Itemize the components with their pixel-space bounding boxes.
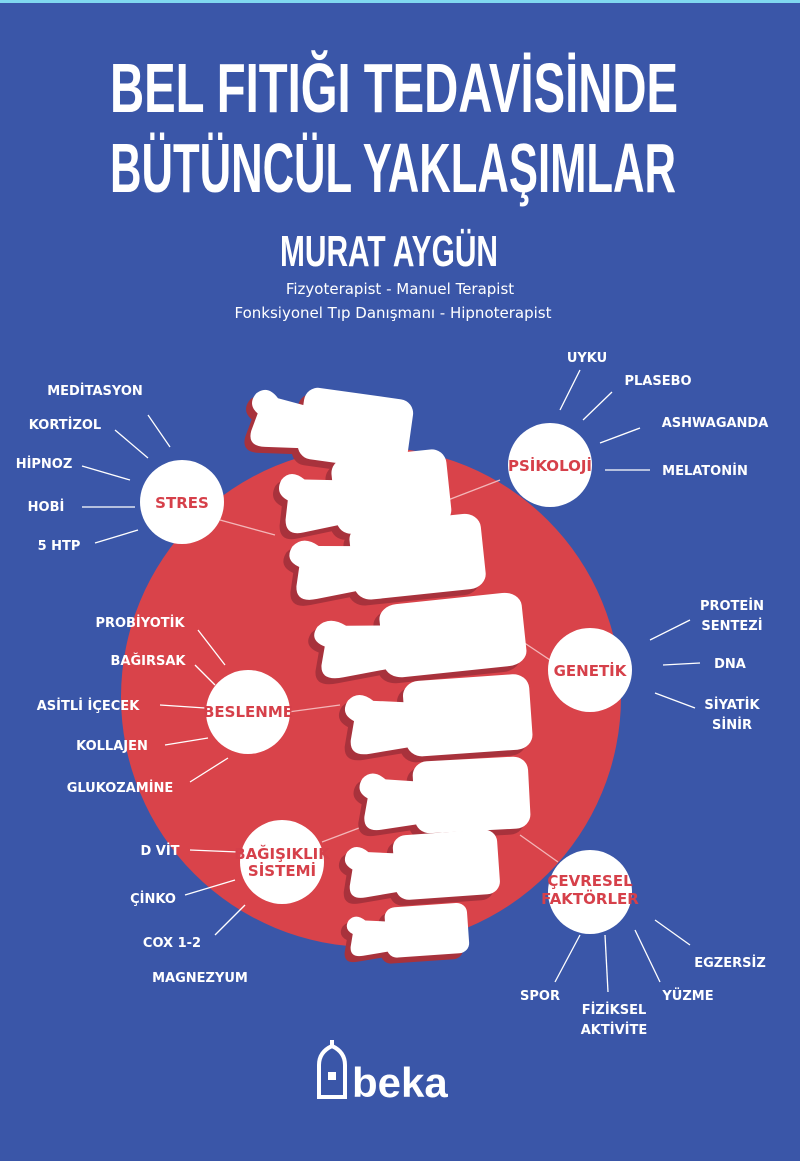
title-line-1: BEL FITIĞI TEDAVİSİNDE (110, 49, 678, 127)
label: HİPNOZ (16, 456, 73, 472)
author-role-1: Fizyoterapist - Manuel Terapist (286, 280, 514, 298)
label: 5 HTP (38, 539, 81, 554)
label: KORTİZOL (29, 417, 101, 433)
node-label: GENETİK (554, 661, 628, 680)
label: BAĞIRSAK (111, 653, 187, 669)
label: PROBİYOTİK (95, 615, 185, 631)
top-border (0, 0, 800, 3)
label: ASİTLİ İÇECEK (37, 698, 140, 714)
label: SPOR (520, 989, 560, 1004)
label: MAGNEZYUM (152, 971, 248, 986)
node-label-1: BAĞIŞIKLIK (234, 844, 331, 863)
node-cevresel: ÇEVRESEL FAKTÖRLER (541, 850, 639, 934)
label: MEDİTASYON (47, 383, 143, 399)
label-lines (81, 369, 701, 993)
author-role-2: Fonksiyonel Tıp Danışmanı - Hipnoterapis… (235, 304, 552, 322)
label: HOBİ (28, 499, 65, 515)
labels: MEDİTASYON KORTİZOL HİPNOZ HOBİ 5 HTP UY… (16, 351, 769, 1038)
node-psikoloji: PSİKOLOJİ (508, 423, 592, 507)
node-stres: STRES (140, 460, 224, 544)
label: YÜZME (661, 988, 713, 1004)
node-bagisiklik: BAĞIŞIKLIK SİSTEMİ (234, 820, 331, 904)
label: ÇİNKO (130, 891, 176, 907)
node-label-1: ÇEVRESEL (547, 872, 633, 890)
publisher-name: beka (352, 1059, 448, 1106)
label: FİZİKSEL (582, 1002, 647, 1018)
node-label-2: SİSTEMİ (248, 861, 316, 880)
label: UYKU (567, 351, 607, 366)
node-label-2: FAKTÖRLER (541, 889, 639, 908)
node-genetik: GENETİK (548, 628, 632, 712)
node-label: PSİKOLOJİ (508, 456, 592, 475)
label: SİYATİK (704, 697, 760, 713)
mosque-icon (317, 1040, 347, 1099)
label: DNA (714, 657, 746, 672)
label: GLUKOZAMİNE (67, 780, 174, 796)
label: AKTİVİTE (581, 1022, 648, 1038)
label: PLASEBO (624, 374, 691, 389)
label: D VİT (140, 843, 179, 859)
author-name: MURAT AYGÜN (280, 227, 498, 276)
label: KOLLAJEN (76, 739, 148, 754)
publisher-logo: beka (317, 1040, 448, 1106)
node-label: STRES (155, 494, 209, 512)
label: EGZERSİZ (694, 955, 766, 971)
title-line-2: BÜTÜNCÜL YAKLAŞIMLAR (110, 129, 676, 207)
label: ASHWAGANDA (662, 416, 769, 431)
label: COX 1-2 (143, 936, 201, 951)
label: SİNİR (712, 717, 752, 733)
label: SENTEZİ (701, 618, 762, 634)
label: PROTEİN (700, 598, 764, 614)
label: MELATONİN (662, 463, 748, 479)
node-beslenme: BESLENME (203, 670, 293, 754)
node-label: BESLENME (203, 703, 293, 721)
